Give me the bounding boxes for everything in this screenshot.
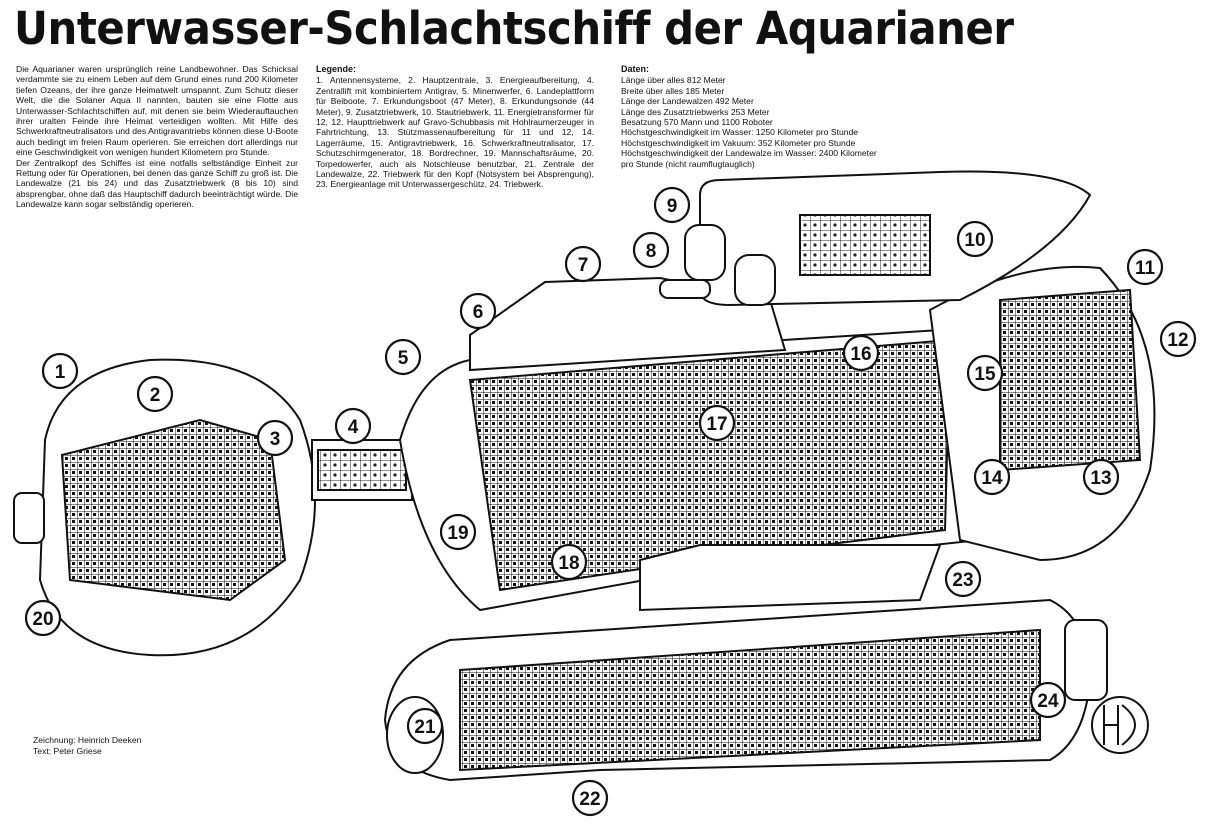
legend-block: Legende: 1. Antennensysteme, 2. Hauptzen… [316,64,594,190]
intro-paragraph-2: Der Zentralkopf des Schiffes ist eine no… [16,157,298,210]
svg-text:5: 5 [398,348,409,369]
data-line: Höchstgeschwindigkeit im Vakuum: 352 Kil… [621,137,856,148]
svg-text:2: 2 [150,385,161,406]
callout-24: 24 [1029,681,1067,719]
svg-text:17: 17 [706,414,727,435]
intro-text: Die Aquarianer waren ursprünglich reine … [16,64,298,210]
svg-text:18: 18 [558,553,579,574]
callout-1: 1 [41,352,79,390]
callout-11: 11 [1126,248,1164,286]
callout-16: 16 [842,334,880,372]
svg-text:11: 11 [1135,258,1156,279]
artist-monogram-icon [1091,696,1149,754]
svg-text:1: 1 [55,362,66,383]
callout-22: 22 [571,779,609,817]
callout-5: 5 [384,338,422,376]
callout-20: 20 [24,599,62,637]
svg-text:16: 16 [850,344,871,365]
data-line: Länge der Landewalzen 492 Meter [621,96,754,107]
svg-text:15: 15 [974,364,996,385]
svg-text:21: 21 [414,717,436,738]
svg-text:20: 20 [32,609,53,630]
credit-drawing: Zeichnung: Heinrich Deeken [33,735,142,745]
legend-heading: Legende: [316,64,357,74]
callout-21: 21 [406,707,444,745]
svg-text:8: 8 [646,241,657,262]
callout-7: 7 [564,245,602,283]
svg-text:14: 14 [981,468,1003,489]
data-line: Höchstgeschwindigkeit der Landewalze im … [621,148,877,169]
callout-3: 3 [256,419,294,457]
data-line: Besatzung 570 Mann und 1100 Roboter [621,117,773,128]
data-heading: Daten: [621,64,650,74]
data-line: Länge über alles 812 Meter [621,75,726,86]
callout-4: 4 [334,407,372,445]
data-line: Höchstgeschwindigkeit im Wasser: 1250 Ki… [621,127,859,138]
svg-text:3: 3 [270,429,281,450]
svg-text:6: 6 [473,302,484,323]
callout-2: 2 [136,375,174,413]
callout-8: 8 [632,231,670,269]
callout-17: 17 [698,404,736,442]
svg-text:19: 19 [447,523,468,544]
data-line: Breite über alles 185 Meter [621,85,725,96]
callout-14: 14 [973,458,1011,496]
page-title: Unterwasser-Schlachtschiff der Aquariane… [14,2,1014,55]
svg-text:13: 13 [1090,468,1111,489]
credits: Zeichnung: Heinrich Deeken Text: Peter G… [33,735,193,756]
data-block: Daten: Länge über alles 812 Meter Breite… [621,64,891,169]
callout-12: 12 [1159,320,1197,358]
svg-text:10: 10 [964,230,985,251]
svg-text:24: 24 [1037,691,1059,712]
callout-19: 19 [439,513,477,551]
svg-text:12: 12 [1167,330,1188,351]
callout-18: 18 [550,543,588,581]
callout-10: 10 [956,220,994,258]
intro-paragraph-1: Die Aquarianer waren ursprünglich reine … [16,64,298,158]
svg-text:22: 22 [579,789,600,810]
credit-text: Text: Peter Griese [33,745,102,756]
callout-6: 6 [459,292,497,330]
callout-9: 9 [653,186,691,224]
legend-text: 1. Antennensysteme, 2. Hauptzentrale, 3.… [316,75,594,190]
callout-23: 23 [944,560,982,598]
svg-text:4: 4 [348,417,359,438]
data-line: Länge des Zusatztriebwerks 253 Meter [621,106,770,117]
svg-text:7: 7 [578,255,589,276]
callout-13: 13 [1082,458,1120,496]
callout-15: 15 [966,354,1004,392]
svg-text:23: 23 [952,570,973,591]
svg-text:9: 9 [667,196,678,217]
